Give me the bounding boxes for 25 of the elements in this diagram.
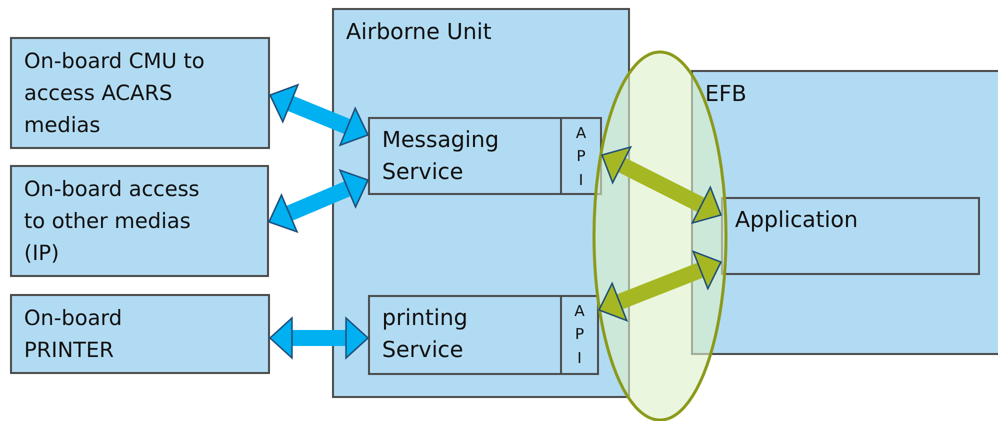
box-label: On-board CMU to access ACARS medias [23, 48, 206, 139]
service-box [721, 197, 980, 275]
box-label: Messaging Service [381, 127, 500, 187]
double-arrow [598, 250, 722, 322]
box-label: On-board access to other medias (IP) [23, 176, 200, 267]
double-arrow [269, 84, 369, 146]
service-box [368, 295, 562, 375]
service-box [368, 117, 562, 195]
group-box [332, 8, 630, 398]
api-box [560, 295, 599, 375]
group-title: EFB [704, 81, 748, 109]
api-box [560, 117, 602, 195]
double-arrow [269, 317, 369, 359]
system-box [10, 294, 270, 374]
box-label: On-board PRINTER [23, 305, 124, 364]
box-label: Application [734, 207, 859, 235]
system-box [10, 37, 270, 149]
double-arrow [268, 169, 369, 233]
box-label: printing Service [381, 305, 469, 365]
api-label: API [575, 123, 587, 190]
group-title: Airborne Unit [345, 19, 493, 47]
api-label: API [574, 301, 586, 368]
double-arrow [601, 146, 722, 224]
system-box [10, 165, 269, 277]
group-box [691, 70, 998, 355]
